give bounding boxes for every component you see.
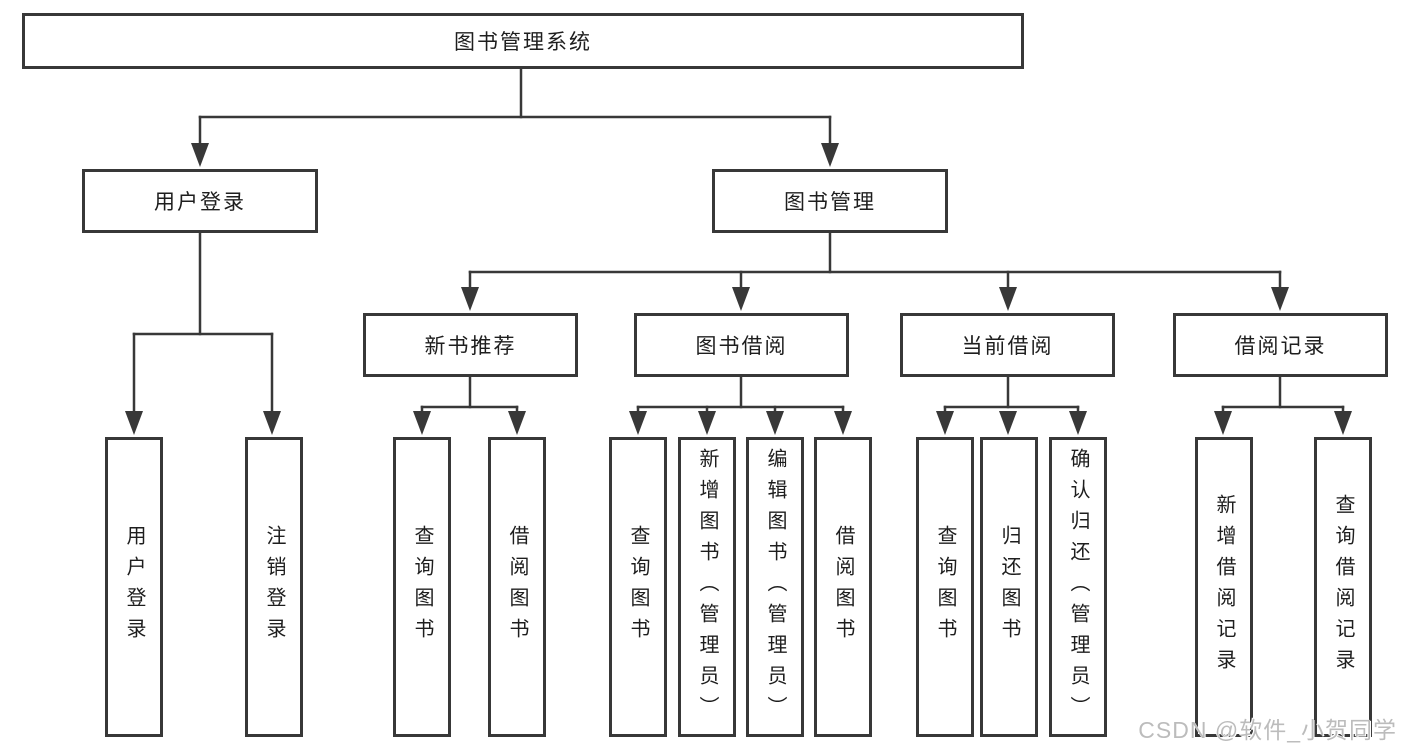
leaf-label: 编辑图书（管理员） [764, 447, 786, 727]
node-current-borrowing: 当前借阅 [900, 313, 1115, 377]
arrow-down-icon [263, 411, 281, 435]
arrow-down-icon [1334, 411, 1352, 435]
leaf-label: 借阅图书 [832, 525, 854, 649]
leaf-add-borrow-record: 新增借阅记录 [1195, 437, 1253, 737]
arrow-down-icon [125, 411, 143, 435]
arrow-down-icon [508, 411, 526, 435]
leaf-borrow-books-borrow: 借阅图书 [814, 437, 872, 737]
arrow-down-icon [834, 411, 852, 435]
leaf-label: 归还图书 [998, 525, 1020, 649]
arrow-down-icon [191, 143, 209, 167]
arrow-down-icon [698, 411, 716, 435]
arrow-down-icon [461, 287, 479, 311]
arrow-down-icon [732, 287, 750, 311]
arrow-down-icon [413, 411, 431, 435]
leaf-query-borrow-record: 查询借阅记录 [1314, 437, 1372, 737]
leaf-return-books: 归还图书 [980, 437, 1038, 737]
leaf-label: 查询图书 [627, 525, 649, 649]
leaf-label: 注销登录 [263, 525, 285, 649]
leaf-edit-book-admin: 编辑图书（管理员） [746, 437, 804, 737]
leaf-label: 查询借阅记录 [1332, 494, 1354, 680]
leaf-query-books-borrow: 查询图书 [609, 437, 667, 737]
node-borrowing-records: 借阅记录 [1173, 313, 1388, 377]
arrow-down-icon [1214, 411, 1232, 435]
leaf-label: 确认归还（管理员） [1067, 447, 1089, 727]
leaf-logout: 注销登录 [245, 437, 303, 737]
arrow-down-icon [766, 411, 784, 435]
node-book-borrowing: 图书借阅 [634, 313, 849, 377]
arrow-down-icon [1271, 287, 1289, 311]
node-user-login: 用户登录 [82, 169, 318, 233]
csdn-watermark: CSDN @软件_小贺同学 [1138, 717, 1397, 743]
leaf-label: 用户登录 [123, 525, 145, 649]
arrowheads [125, 143, 1352, 435]
leaf-label: 新增借阅记录 [1213, 494, 1235, 680]
arrow-down-icon [821, 143, 839, 167]
arrow-down-icon [1069, 411, 1087, 435]
leaf-user-login: 用户登录 [105, 437, 163, 737]
leaf-confirm-return-admin: 确认归还（管理员） [1049, 437, 1107, 737]
leaf-label: 借阅图书 [506, 525, 528, 649]
node-library-system: 图书管理系统 [22, 13, 1024, 69]
leaf-query-books-current: 查询图书 [916, 437, 974, 737]
leaf-add-book-admin: 新增图书（管理员） [678, 437, 736, 737]
arrow-down-icon [629, 411, 647, 435]
leaf-label: 查询图书 [411, 525, 433, 649]
leaf-borrow-books-recommend: 借阅图书 [488, 437, 546, 737]
node-new-book-recommendation: 新书推荐 [363, 313, 578, 377]
leaf-label: 查询图书 [934, 525, 956, 649]
arrow-down-icon [999, 287, 1017, 311]
leaf-query-books-recommend: 查询图书 [393, 437, 451, 737]
leaf-label: 新增图书（管理员） [696, 447, 718, 727]
arrow-down-icon [999, 411, 1017, 435]
node-book-management: 图书管理 [712, 169, 948, 233]
arrow-down-icon [936, 411, 954, 435]
